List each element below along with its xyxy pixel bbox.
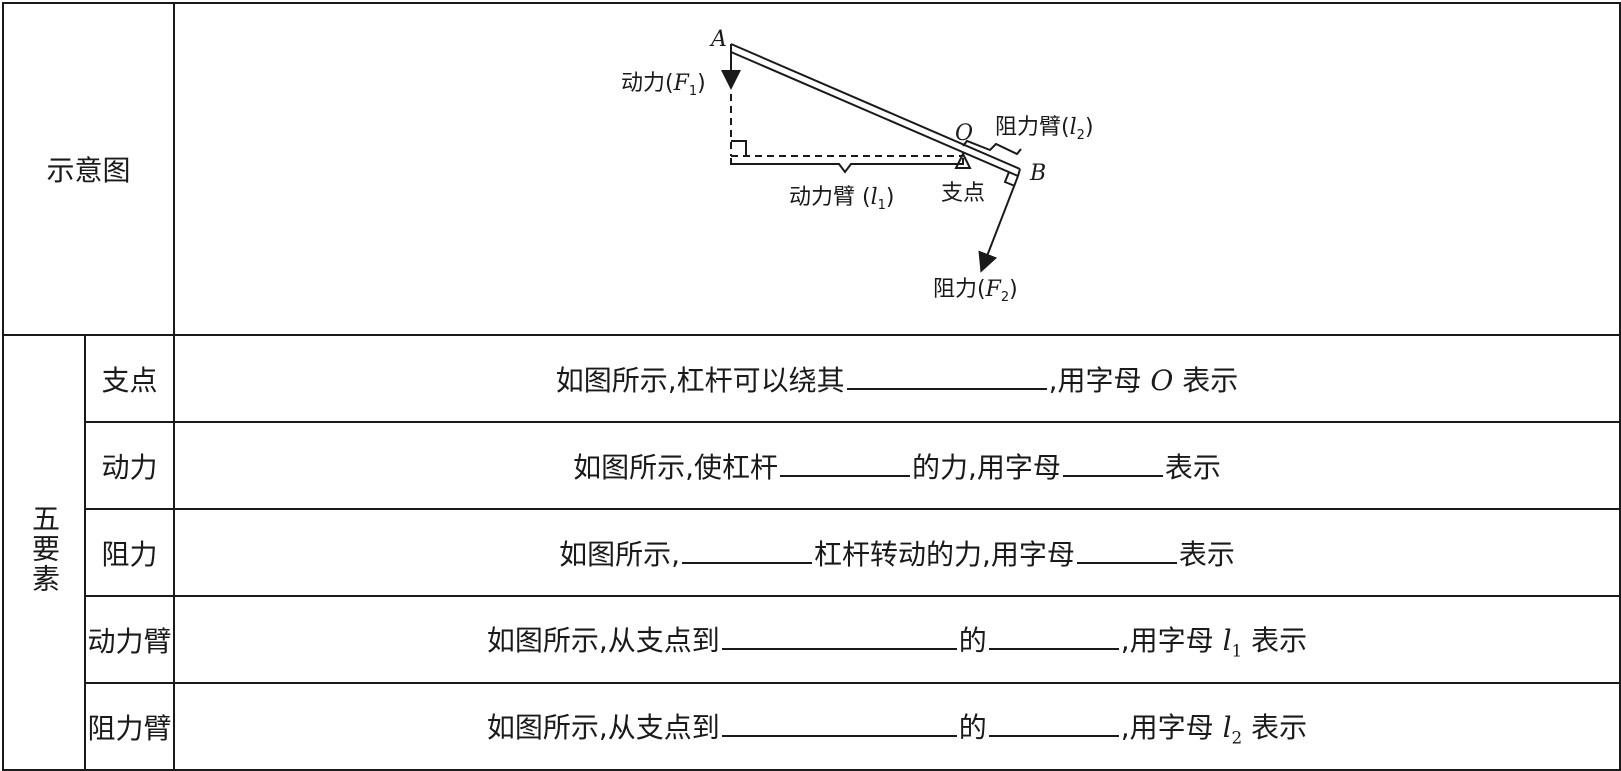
group-label: 五要素 [28,504,61,594]
answer-blank[interactable] [681,532,812,564]
load-arm-row: 阻力臂 如图所示,从支点到的,用字母 l2 表示 [3,682,1621,771]
row-content-cell: 如图所示,杠杆转动的力,用字母表示 [173,508,1621,597]
effort-arm-row: 动力臂 如图所示,从支点到的,用字母 l1 表示 [3,595,1621,684]
fulcrum-label: 支点 [941,181,985,206]
answer-blank[interactable] [988,705,1119,738]
load-force-label: 阻力(F2) [933,277,1018,305]
answer-blank[interactable] [779,445,910,477]
row-name-cell: 动力 [84,421,175,510]
right-angle-mark-b [1003,171,1016,187]
point-b-label: B [1029,161,1046,186]
effort-row: 动力 如图所示,使杠杆的力,用字母表示 [3,421,1621,510]
row-name-cell: 动力臂 [84,595,175,684]
lever-bar-top [730,43,1021,170]
point-a-label: A [709,27,727,52]
diagram-header-cell: 示意图 [2,2,175,336]
load-force-arrow [978,175,1019,273]
point-o-label: O [955,121,973,146]
lever-bar-bottom [730,51,1019,177]
answer-blank[interactable] [846,358,1047,390]
load-arm-brace [962,139,1022,156]
answer-blank[interactable] [1062,445,1163,477]
row-content-cell: 如图所示,使杠杆的力,用字母表示 [173,421,1621,510]
effort-force-label: 动力(F1) [621,71,706,99]
lever-end-b [1017,168,1021,177]
effort-arm-label: 动力臂 (l1) [789,185,895,213]
diagram-cell: A 动力(F1) O 阻力臂(l2) B 动力臂 (l1) 支点 阻力(F2) [173,2,1621,336]
row-content-cell: 如图所示,杠杆可以绕其,用字母 O 表示 [173,334,1621,423]
row-content-cell: 如图所示,从支点到的,用字母 l1 表示 [173,595,1621,684]
load-arm-label: 阻力臂(l2) [995,115,1094,143]
row-name-cell: 阻力 [84,508,175,597]
group-label-cell: 五要素 [2,334,86,771]
right-angle-mark-a [731,140,747,156]
answer-blank[interactable] [1076,532,1177,564]
row-name-cell: 支点 [84,334,175,423]
load-row: 阻力 如图所示,杠杆转动的力,用字母表示 [3,508,1621,597]
answer-blank[interactable] [721,705,957,738]
fulcrum-row: 五要素 支点 如图所示,杠杆可以绕其,用字母 O 表示 [2,334,1621,771]
diagram-header-label: 示意图 [46,154,131,187]
diagram-row: 示意图 [2,2,1621,336]
row-name-cell: 阻力臂 [84,682,175,771]
answer-blank[interactable] [988,618,1119,651]
answer-blank[interactable] [721,618,957,651]
effort-arm-brace [730,158,964,174]
row-content-cell: 如图所示,从支点到的,用字母 l2 表示 [173,682,1621,771]
lever-diagram: A 动力(F1) O 阻力臂(l2) B 动力臂 (l1) 支点 阻力(F2) [621,27,1094,305]
